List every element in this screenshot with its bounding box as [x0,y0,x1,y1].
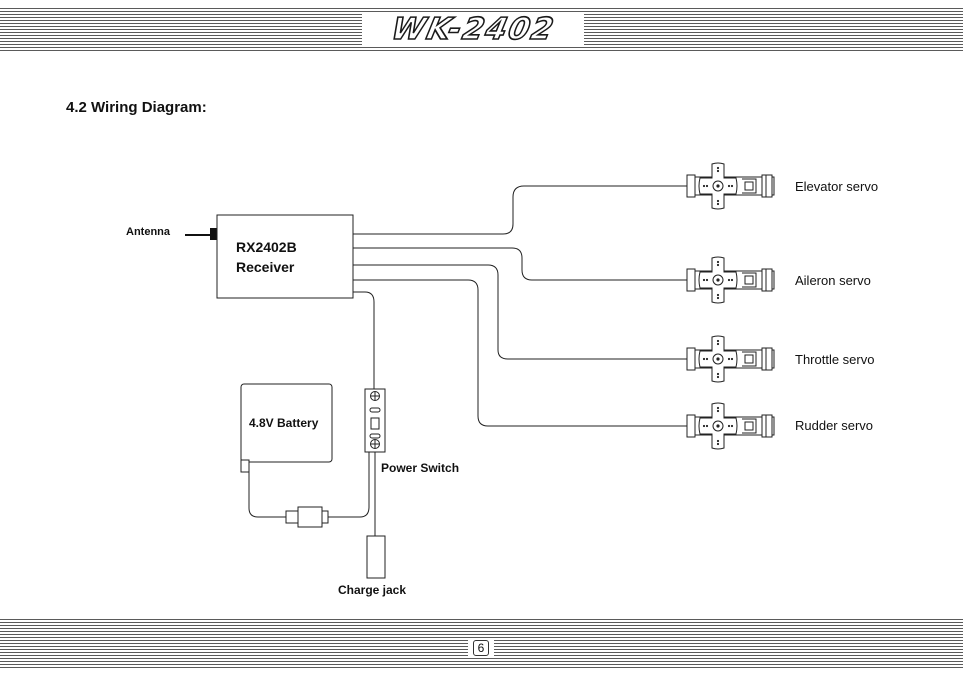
throttle-servo-wire [353,265,690,359]
throttle-servo-icon [687,336,774,382]
receiver-type-label: Receiver [236,259,295,275]
power-switch [365,389,385,452]
aileron-servo-icon [687,257,774,303]
power-switch-label: Power Switch [381,461,459,475]
rudder-servo-label: Rudder servo [795,418,873,433]
rudder-servo-wire [353,280,690,426]
page-number: 6 [473,640,490,656]
throttle-servo-label: Throttle servo [795,352,874,367]
page-number-plate: 6 [468,638,494,658]
receiver-model-label: RX2402B [236,239,297,255]
battery-terminal [241,460,249,472]
aileron-servo-label: Aileron servo [795,273,871,288]
receiver-box [217,215,353,298]
elevator-servo-label: Elevator servo [795,179,878,194]
elevator-servo-wire [353,186,690,234]
charge-jack-label: Charge jack [338,583,406,597]
rudder-servo-icon [687,403,774,449]
battery-label: 4.8V Battery [249,416,319,430]
battery-lead-wire [245,470,286,517]
charge-jack [367,536,385,578]
elevator-servo-icon [687,163,774,209]
aileron-servo-wire [353,248,690,280]
switch-lead-wire [353,292,374,389]
antenna-label: Antenna [126,226,171,238]
inline-connector [286,507,328,527]
